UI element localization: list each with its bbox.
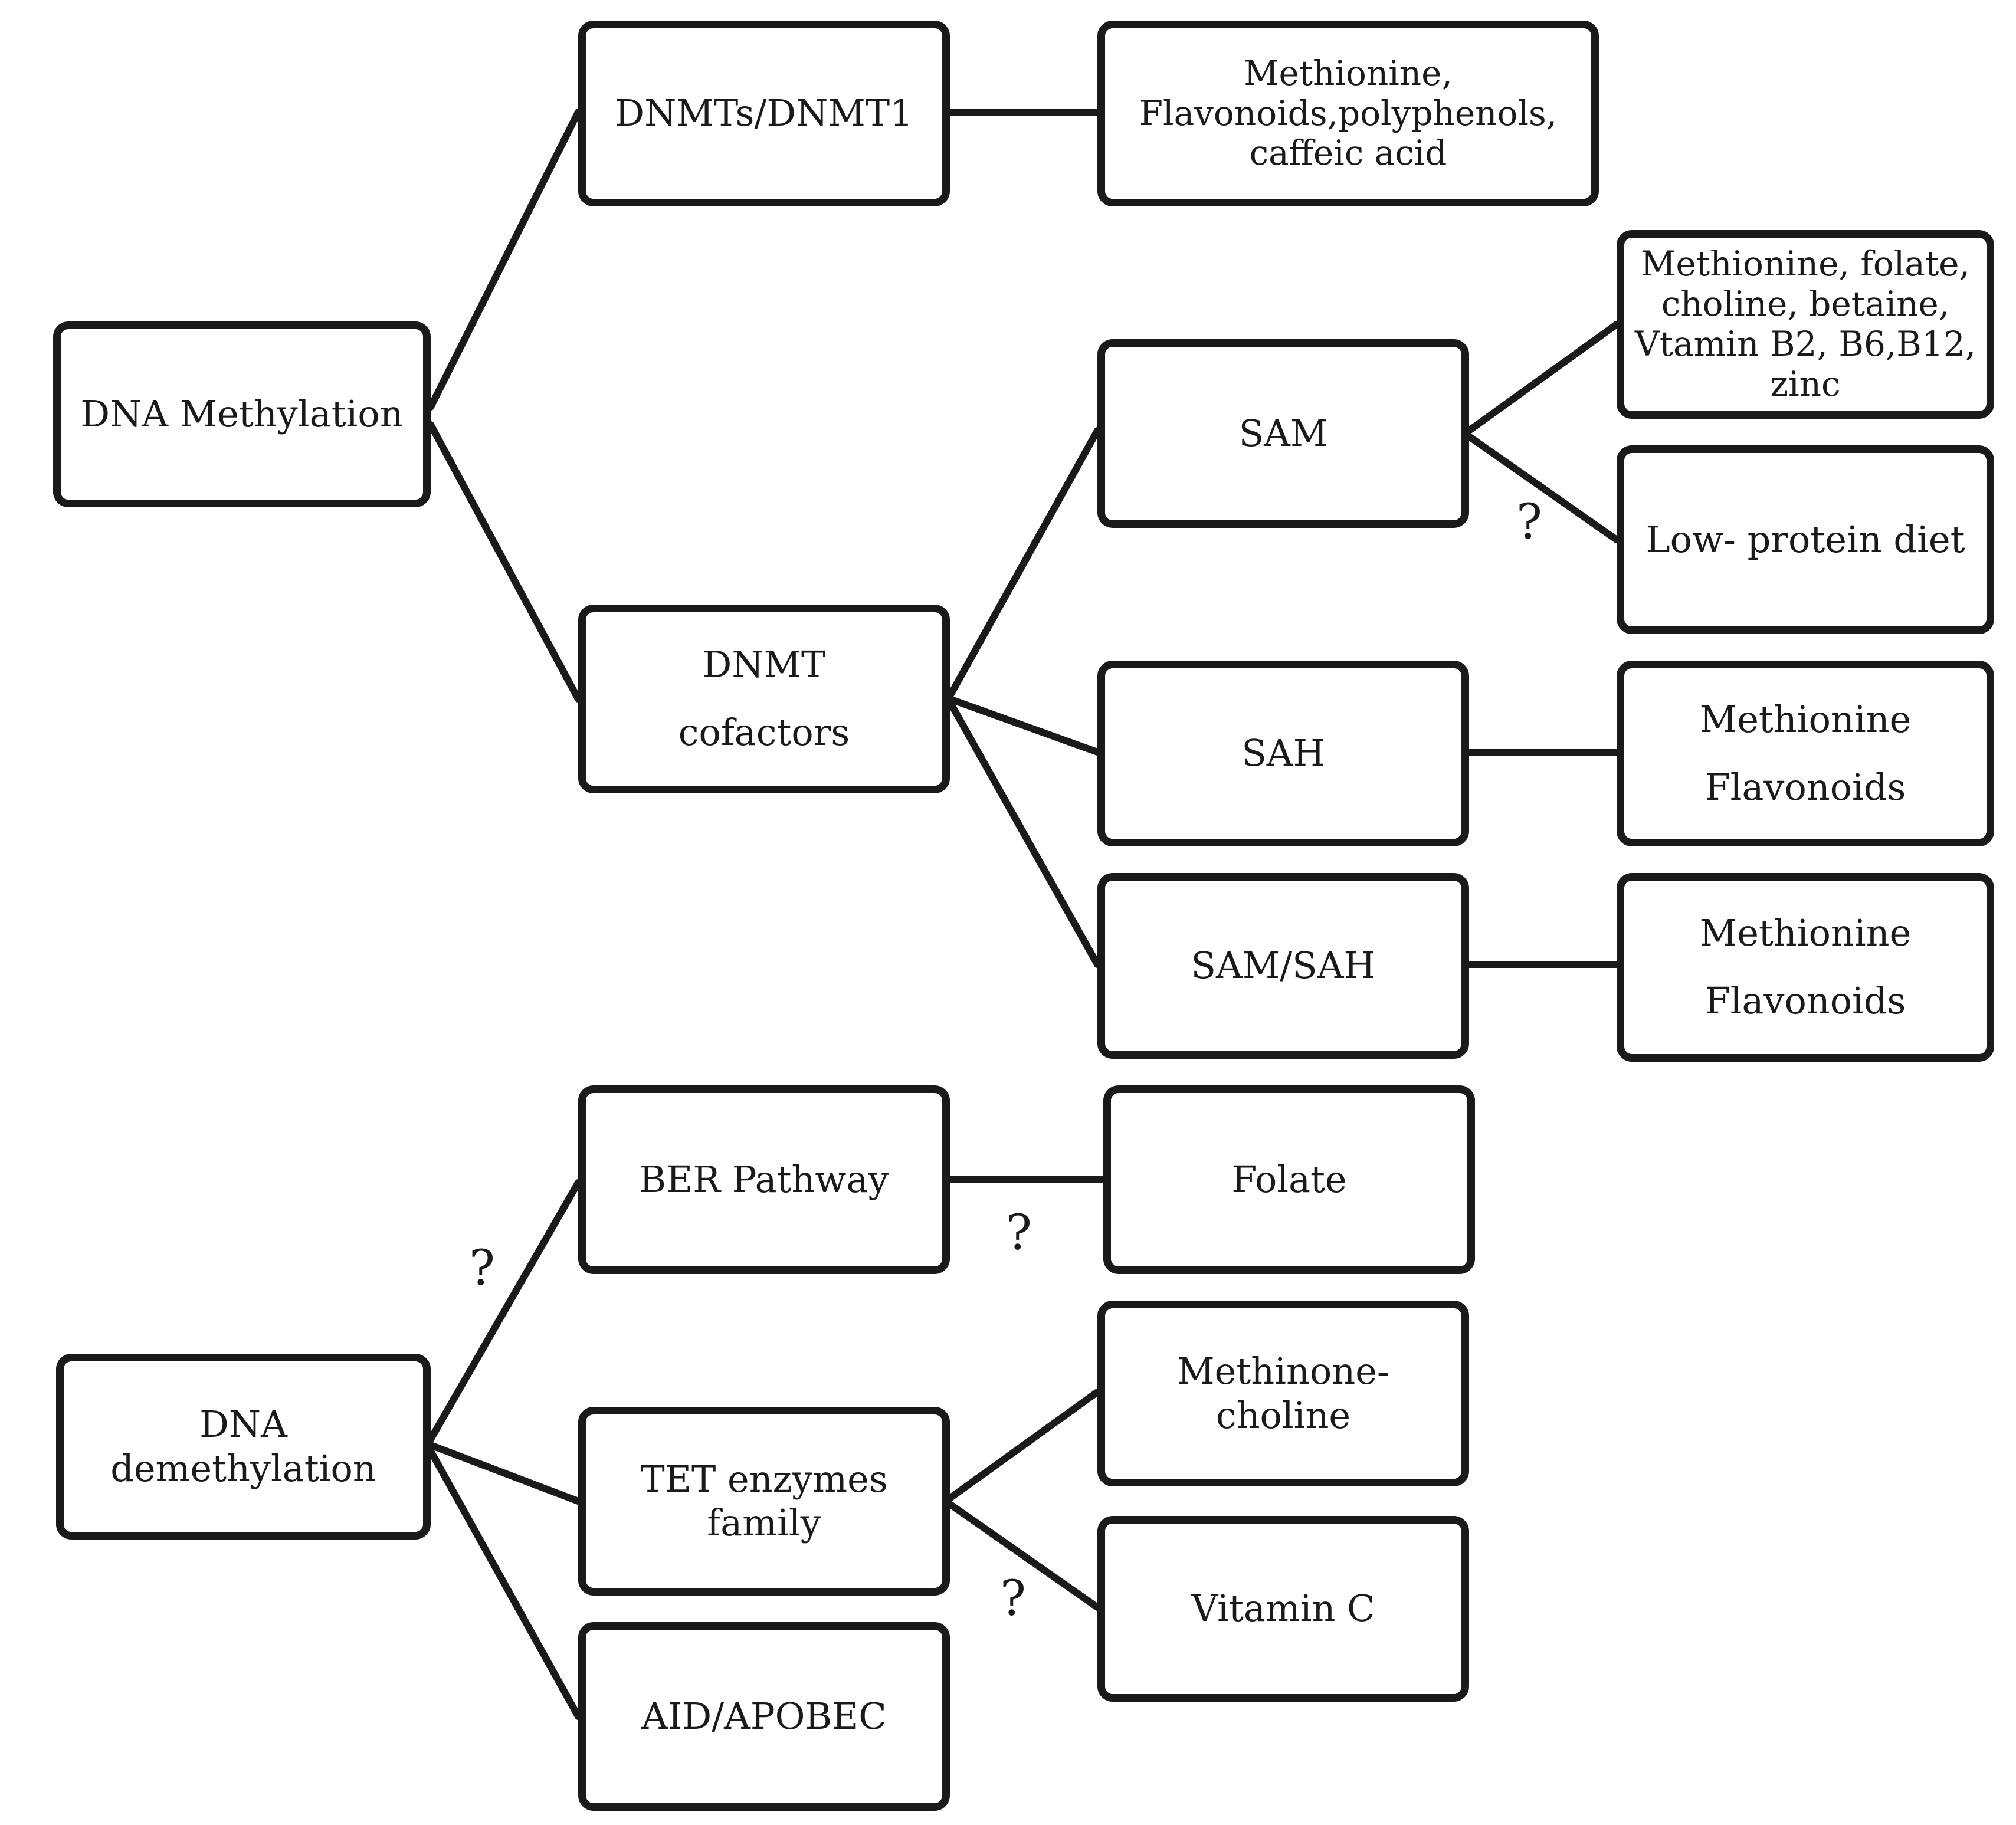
node-sam: SAM: [1097, 339, 1469, 528]
edge-methylation-dnmts: [427, 109, 582, 411]
node-ber-pathway: BER Pathway: [578, 1085, 950, 1274]
node-dnmt-cofactors: DNMT cofactors: [578, 605, 950, 793]
node-tet-enzymes: TET enzymes family: [578, 1407, 950, 1596]
edge-demethylation-ber: [427, 1179, 582, 1443]
node-dnmts-nutrients: Methionine, Flavonoids,polyphenols, caff…: [1097, 21, 1599, 206]
edge-tet-vitaminc: [946, 1501, 1101, 1611]
node-dna-methylation: DNA Methylation: [53, 321, 431, 507]
edge-tet-methinone: [946, 1389, 1101, 1502]
edge-cofactors-sah: [946, 695, 1101, 756]
edge-demethylation-aid: [427, 1447, 582, 1720]
question-mark-low-protein: ?: [1516, 494, 1542, 550]
edge-cofactors-samsah: [946, 698, 1101, 968]
question-mark-tet-vitamin-c: ?: [1000, 1571, 1026, 1627]
node-dnmts: DNMTs/DNMT1: [578, 21, 950, 206]
node-sam-sah: SAM/SAH: [1097, 873, 1469, 1059]
node-sah-nutrients: Methionine Flavonoids: [1617, 661, 1994, 846]
node-dna-demethylation: DNA demethylation: [56, 1354, 431, 1540]
node-sah: SAH: [1097, 661, 1469, 846]
node-folate: Folate: [1103, 1085, 1475, 1274]
node-sam-nutrients: Methionine, folate, choline, betaine, Vt…: [1617, 230, 1994, 419]
edge-sam-nutrients: [1466, 321, 1620, 434]
edge-demethylation-tet: [427, 1442, 582, 1505]
node-methinone-choline: Methinone-choline: [1097, 1301, 1469, 1486]
edge-sam-lowprotein: [1466, 433, 1620, 543]
node-low-protein-diet: Low- protein diet: [1617, 445, 1994, 634]
question-mark-ber-folate: ?: [1006, 1205, 1032, 1261]
edge-methylation-cofactors: [427, 421, 582, 703]
node-aid-apobec: AID/APOBEC: [578, 1622, 950, 1811]
node-sam-sah-nutrients: Methionine Flavonoids: [1617, 873, 1994, 1062]
question-mark-demethylation-ber: ?: [469, 1240, 495, 1296]
node-vitamin-c: Vitamin C: [1097, 1516, 1469, 1702]
edge-cofactors-sam: [946, 427, 1101, 700]
